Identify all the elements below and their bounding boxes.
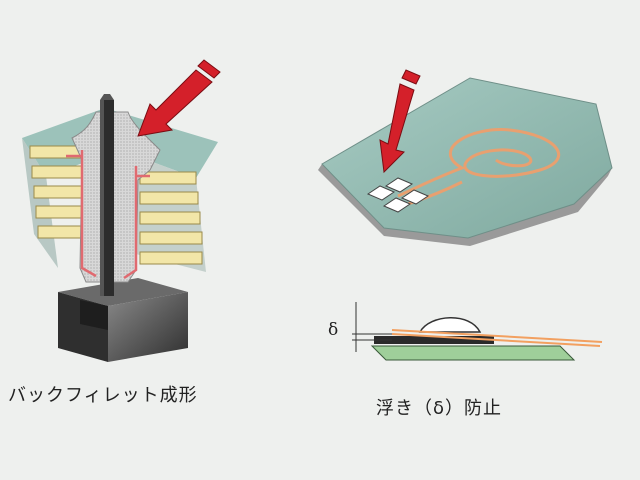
base-block bbox=[58, 278, 188, 362]
left-lead-layers bbox=[29, 145, 83, 239]
right-caption: 浮き（δ）防止 bbox=[376, 398, 503, 419]
spiral-trace bbox=[397, 128, 561, 198]
board-top bbox=[321, 77, 613, 239]
component-body bbox=[374, 336, 494, 344]
back-fillet-illustration bbox=[22, 59, 221, 362]
left-caption: バックフィレット成形 bbox=[8, 385, 198, 406]
solder-dome bbox=[418, 317, 482, 333]
float-cross-section bbox=[352, 302, 603, 361]
right-red-arrow bbox=[379, 69, 421, 174]
white-pads bbox=[366, 177, 430, 213]
component-pin bbox=[100, 94, 114, 296]
left-red-arrow bbox=[137, 59, 221, 137]
pcb-board-illustration bbox=[318, 69, 613, 246]
gap-measure-lines bbox=[352, 302, 392, 352]
orange-leads bbox=[391, 329, 603, 347]
substrate bbox=[370, 345, 576, 361]
right-lead-layers bbox=[139, 171, 203, 265]
gap-symbol: δ bbox=[328, 320, 339, 340]
copper-pads bbox=[66, 150, 150, 280]
